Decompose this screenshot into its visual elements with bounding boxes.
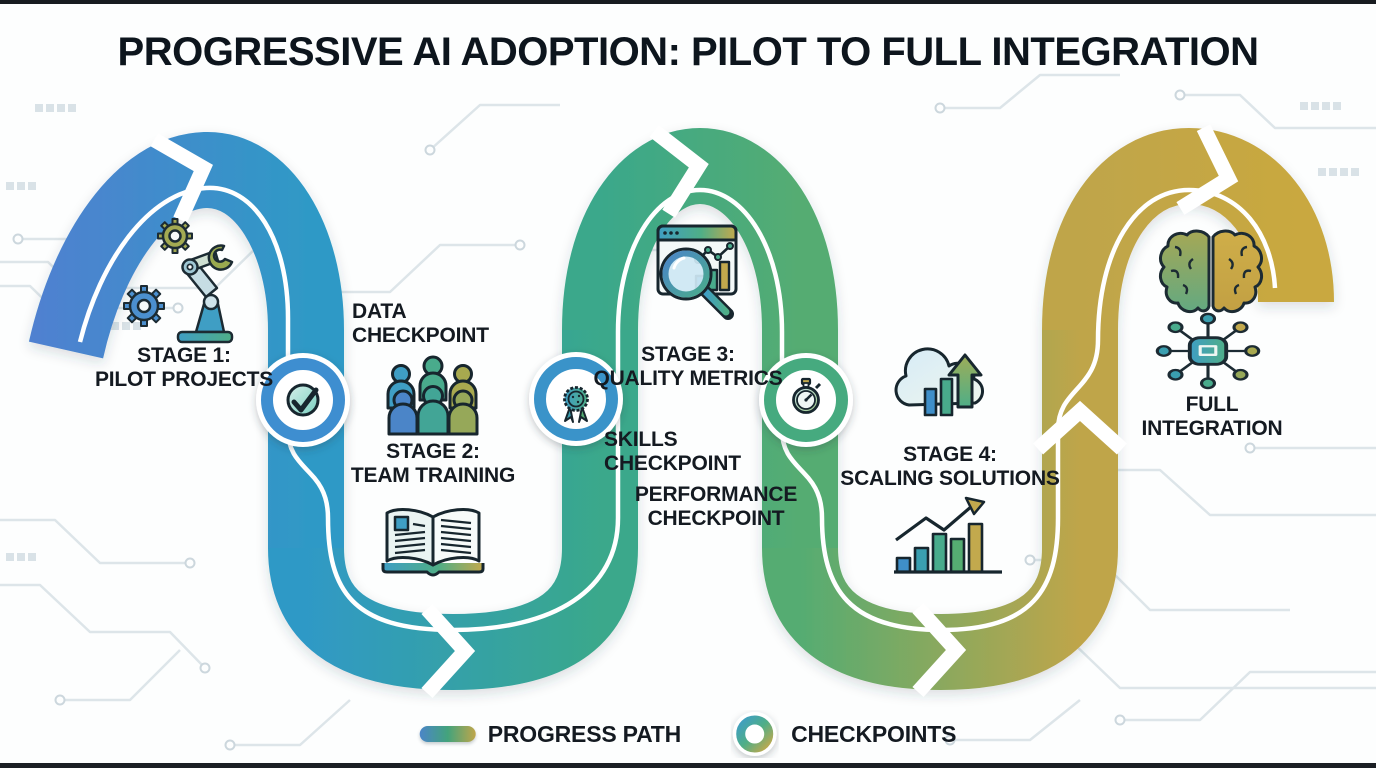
bottom-edge-strip <box>0 763 1376 768</box>
magnifier-analytics-icon <box>656 224 738 320</box>
growth-chart-icon <box>894 496 1002 574</box>
circuit-background <box>0 73 1376 751</box>
gear-icon <box>157 218 193 254</box>
chevron-icon <box>1032 400 1128 455</box>
medal-icon <box>563 386 589 423</box>
full-integration-line1: FULL <box>1185 393 1239 416</box>
checkpoint-skills <box>529 352 623 446</box>
stage-4-line1: STAGE 4: <box>903 443 997 466</box>
legend-checkpoints-label: CHECKPOINTS <box>791 720 957 747</box>
full-integration-label: FULL INTEGRATION <box>1142 393 1283 440</box>
stage-1-line2: PILOT PROJECTS <box>94 367 274 391</box>
stage-2-line2: TEAM TRAINING <box>350 463 516 487</box>
direction-chevrons <box>150 124 1239 699</box>
checkpoint-performance <box>759 353 853 447</box>
stage-3-line1: STAGE 3: <box>641 343 735 366</box>
stage-1-label: STAGE 1: PILOT PROJECTS <box>95 344 273 391</box>
check-circle-icon <box>286 383 320 417</box>
chevron-icon <box>421 603 476 699</box>
stage-3-label: STAGE 3: QUALITY METRICS <box>593 343 782 390</box>
chevron-icon <box>150 133 213 223</box>
team-group-icon <box>386 355 479 436</box>
network-hub-icon <box>1155 312 1261 390</box>
stage-1-line1: STAGE 1: <box>137 344 231 367</box>
data-checkpoint-label: DATA CHECKPOINT <box>352 300 489 347</box>
page-title: PROGRESSIVE AI ADOPTION: PILOT TO FULL I… <box>117 30 1259 74</box>
chevron-icon <box>649 125 709 218</box>
legend: PROGRESS PATH CHECKPOINTS <box>419 710 957 758</box>
checkpoint-data <box>256 353 350 447</box>
cloud-scale-icon <box>894 347 985 417</box>
path-segment-integration-hook <box>1042 127 1334 331</box>
stage-4-line2: SCALING SOLUTIONS <box>840 466 1060 490</box>
stage-4-label: STAGE 4: SCALING SOLUTIONS <box>840 443 1060 490</box>
stage-3-line2: QUALITY METRICS <box>593 366 783 390</box>
path-segment-uturn-2 <box>762 330 1118 691</box>
path-segment-uturn-1 <box>268 330 638 691</box>
chevron-icon <box>1176 124 1239 215</box>
brain-icon <box>1158 229 1264 314</box>
person-icon <box>386 355 479 436</box>
full-integration-line2: INTEGRATION <box>1141 416 1283 440</box>
legend-progress-label: PROGRESS PATH <box>487 720 682 747</box>
skills-checkpoint-label: SKILLS CHECKPOINT <box>604 428 741 475</box>
stopwatch-icon <box>792 377 822 414</box>
chevron-icon <box>912 602 967 698</box>
top-edge-strip <box>0 0 1376 4</box>
performance-checkpoint-label: PERFORMANCE CHECKPOINT <box>634 483 798 530</box>
stage-2-label: STAGE 2: TEAM TRAINING <box>351 440 515 487</box>
checkpoint-ring-icon <box>733 712 778 756</box>
open-book-icon <box>381 508 485 577</box>
progress-path-swatch <box>419 726 476 742</box>
robot-arm-gears-icon <box>123 218 234 344</box>
gear-icon <box>123 285 165 327</box>
stage-2-line1: STAGE 2: <box>386 440 480 463</box>
